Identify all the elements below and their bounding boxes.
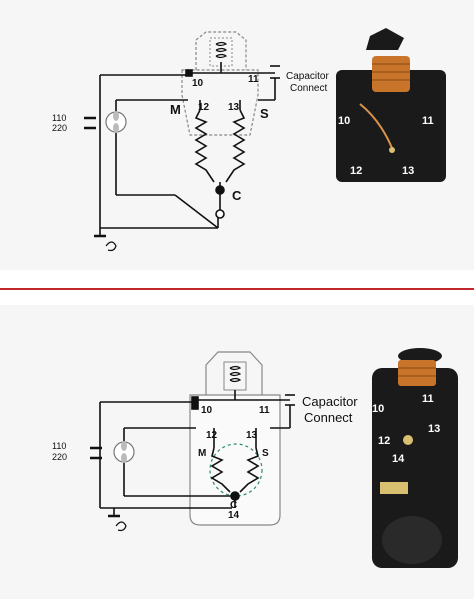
bottom-capacitor-line1: Capacitor — [302, 394, 358, 409]
top-voltage-110: 110 — [52, 113, 66, 123]
bottom-common-label: C — [230, 500, 237, 511]
bottom-terminal-10: 10 — [201, 405, 213, 416]
top-main-label: M — [170, 102, 181, 117]
bottom-photo-terminal-14: 14 — [392, 453, 405, 465]
bottom-photo-coil — [398, 360, 436, 386]
top-voltage-220: 220 — [52, 123, 67, 133]
top-main-winding — [194, 109, 215, 183]
bottom-terminal-13: 13 — [246, 430, 258, 441]
top-relay-coil — [215, 41, 228, 59]
top-start-label: S — [260, 106, 269, 121]
bottom-relay-cap — [205, 351, 263, 395]
top-common-label: C — [232, 188, 242, 203]
top-terminal-10: 10 — [192, 78, 204, 89]
bottom-diagram — [90, 351, 295, 532]
top-capacitor-line1: Capacitor — [286, 71, 329, 82]
bottom-photo-terminal-11: 11 — [422, 393, 434, 405]
bottom-start-label: S — [262, 448, 269, 459]
top-capacitor-line2: Connect — [290, 83, 327, 94]
bottom-voltage-220: 220 — [52, 452, 67, 462]
top-terminal-13: 13 — [228, 102, 240, 113]
top-photo-terminal-12: 12 — [350, 165, 362, 177]
top-relay-photo: 10 11 12 13 — [336, 28, 446, 182]
top-photo-terminal-11: 11 — [422, 115, 434, 127]
bottom-capacitor-line2: Connect — [304, 410, 353, 425]
bottom-terminal-12: 12 — [206, 430, 218, 441]
bottom-relay-photo: 10 11 12 13 14 — [372, 348, 458, 568]
bottom-start-winding — [239, 447, 260, 493]
top-start-winding — [225, 109, 246, 183]
bottom-relay-outline — [189, 394, 281, 526]
top-photo-terminal-13: 13 — [402, 165, 414, 177]
top-photo-terminal-10: 10 — [338, 115, 350, 127]
bottom-photo-terminal-10: 10 — [372, 403, 384, 415]
bottom-diagram-labels: 110 220 10 11 12 13 14 M S C Capacitor C… — [52, 394, 358, 521]
top-relay-cap — [195, 31, 247, 70]
top-relay-outline — [181, 69, 259, 136]
top-terminal-12: 12 — [198, 102, 210, 113]
top-diagram — [84, 31, 280, 252]
top-diagram-labels: 110 220 10 11 12 13 M S C Capacitor Conn… — [52, 71, 329, 203]
bottom-photo-terminal-13: 13 — [428, 423, 440, 435]
bottom-voltage-110: 110 — [52, 441, 66, 451]
section-divider — [0, 288, 474, 290]
top-terminal-11: 11 — [248, 74, 259, 85]
bottom-main-winding — [210, 447, 231, 493]
top-photo-coil — [372, 56, 410, 92]
bottom-photo-terminal-12: 12 — [378, 435, 390, 447]
bottom-main-label: M — [198, 448, 206, 459]
bottom-terminal-11: 11 — [259, 405, 270, 416]
bottom-terminal-14: 14 — [228, 510, 240, 521]
